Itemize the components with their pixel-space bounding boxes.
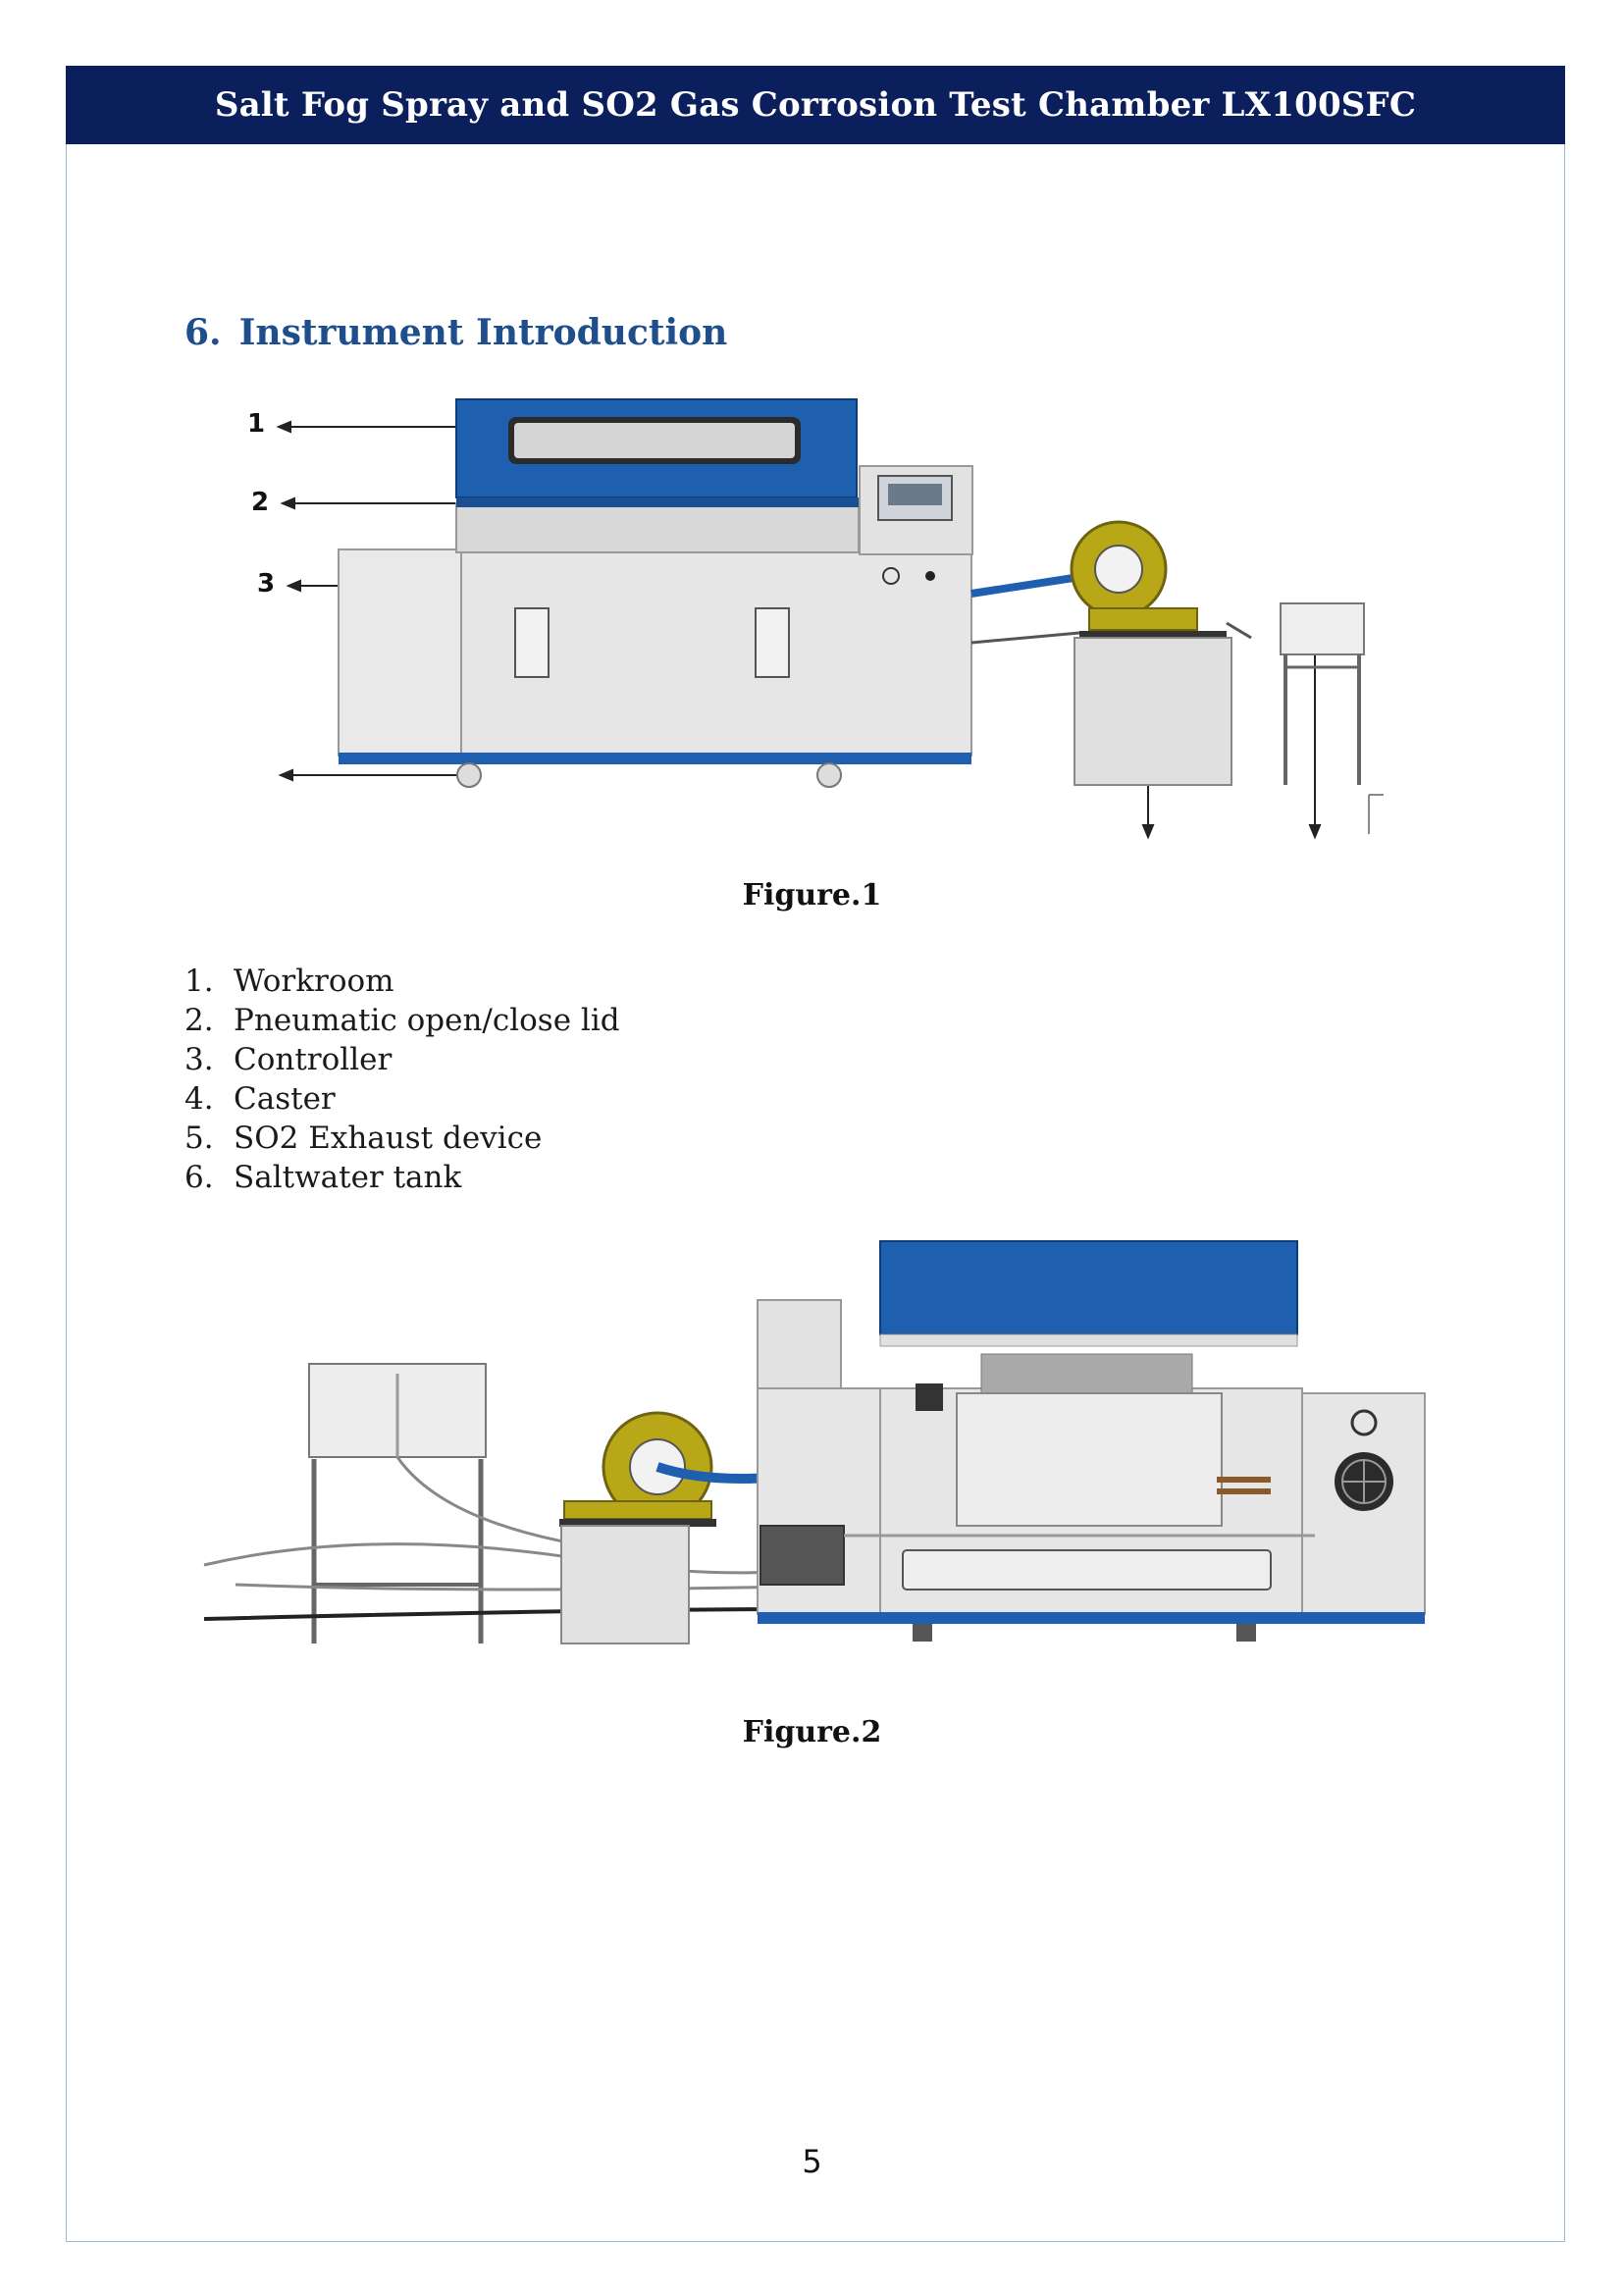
parts-legend: 1.Workroom 2.Pneumatic open/close lid 3.… [184, 962, 620, 1197]
legend-item: 4.Caster [184, 1081, 336, 1117]
saltwater-tank [308, 1363, 487, 1643]
legend-item: 2.Pneumatic open/close lid [184, 1003, 620, 1038]
figure-2 [196, 1231, 1433, 1663]
section-number: 6. [184, 312, 222, 353]
legend-item: 1.Workroom [184, 964, 394, 999]
figure-1-illustration: 1 2 3 [247, 398, 1384, 840]
callout-2: 2 [251, 488, 269, 517]
callout-3: 3 [257, 569, 275, 599]
page-number: 5 [802, 2143, 822, 2180]
figure-2-caption: Figure.2 [742, 1715, 882, 1749]
document-title: Salt Fog Spray and SO2 Gas Corrosion Tes… [214, 85, 1417, 125]
chamber-body [338, 398, 973, 788]
header-band: Salt Fog Spray and SO2 Gas Corrosion Tes… [66, 66, 1565, 144]
callout-1: 1 [247, 409, 265, 439]
chamber-body [757, 1240, 1426, 1642]
legend-item: 5.SO2 Exhaust device [184, 1121, 543, 1156]
legend-item: 3.Controller [184, 1042, 393, 1077]
section-title: Instrument Introduction [238, 312, 728, 353]
figure-1: 1 2 3 [236, 388, 1393, 849]
figure-1-caption: Figure.1 [742, 878, 882, 913]
figure-2-illustration [203, 1240, 1426, 1644]
blower-cabinet [560, 1525, 690, 1644]
exhaust-blower [970, 520, 1252, 645]
saltwater-tank [1280, 602, 1365, 785]
blower-cabinet [1074, 637, 1232, 786]
legend-item: 6.Saltwater tank [184, 1160, 462, 1195]
section-heading: 6. Instrument Introduction [184, 312, 727, 353]
